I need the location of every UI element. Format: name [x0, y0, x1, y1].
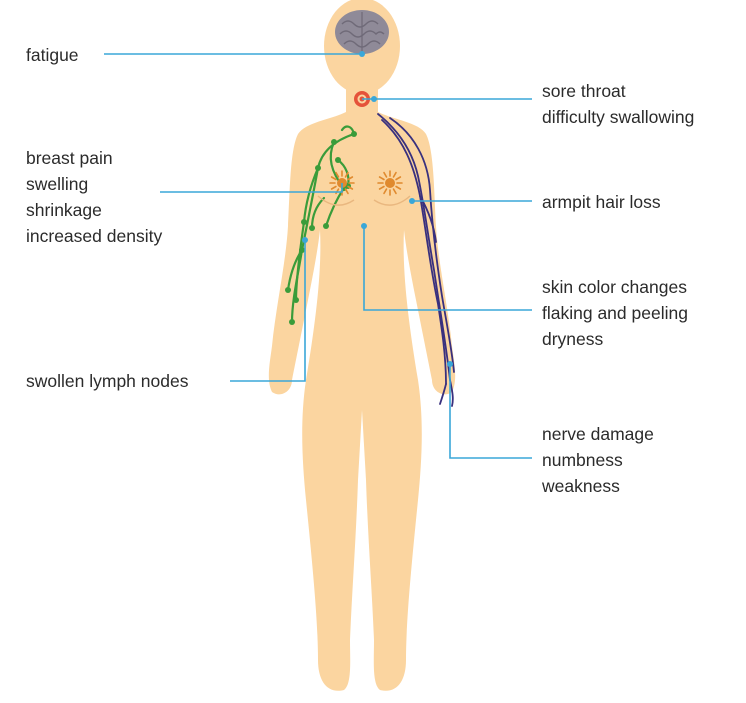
lymph-node	[315, 165, 321, 171]
lymph-anchor-dot	[302, 237, 308, 243]
lymph-node	[301, 219, 307, 225]
callout-line: sore throat	[542, 78, 694, 104]
nerve-anchor-dot	[447, 361, 453, 367]
callout-skin: skin color changes flaking and peeling d…	[542, 274, 688, 352]
fatigue-anchor-dot	[359, 51, 365, 57]
callout-line: numbness	[542, 447, 654, 473]
callout-line: breast pain	[26, 145, 162, 171]
lymph-node	[351, 131, 357, 137]
callout-lymph: swollen lymph nodes	[26, 368, 188, 394]
callout-nerve: nerve damage numbness weakness	[542, 421, 654, 499]
callout-line: armpit hair loss	[542, 189, 661, 215]
callout-line: increased density	[26, 223, 162, 249]
lymph-node	[335, 157, 341, 163]
lymph-node	[289, 319, 295, 325]
callout-fatigue: fatigue	[26, 42, 79, 68]
callout-line: shrinkage	[26, 197, 162, 223]
callout-line: difficulty swallowing	[542, 104, 694, 130]
throat-anchor-dot	[371, 96, 377, 102]
callout-line: swelling	[26, 171, 162, 197]
callout-line: weakness	[542, 473, 654, 499]
callout-line: dryness	[542, 326, 688, 352]
callout-line: flaking and peeling	[542, 300, 688, 326]
callout-throat: sore throat difficulty swallowing	[542, 78, 694, 130]
brain-icon	[335, 10, 389, 54]
callout-armpit: armpit hair loss	[542, 189, 661, 215]
callout-breast: breast pain swelling shrinkage increased…	[26, 145, 162, 249]
torso	[269, 86, 455, 691]
lymph-node	[309, 225, 315, 231]
nerve-leader-line	[450, 364, 532, 458]
lymph-node	[293, 297, 299, 303]
callout-line: nerve damage	[542, 421, 654, 447]
callout-line: swollen lymph nodes	[26, 368, 188, 394]
callout-line: fatigue	[26, 42, 79, 68]
lymph-node	[299, 247, 305, 253]
lymph-node	[323, 223, 329, 229]
lymph-node	[285, 287, 291, 293]
skin-anchor-dot	[361, 223, 367, 229]
armpit-anchor-dot	[409, 198, 415, 204]
callout-line: skin color changes	[542, 274, 688, 300]
lymph-node	[331, 139, 337, 145]
